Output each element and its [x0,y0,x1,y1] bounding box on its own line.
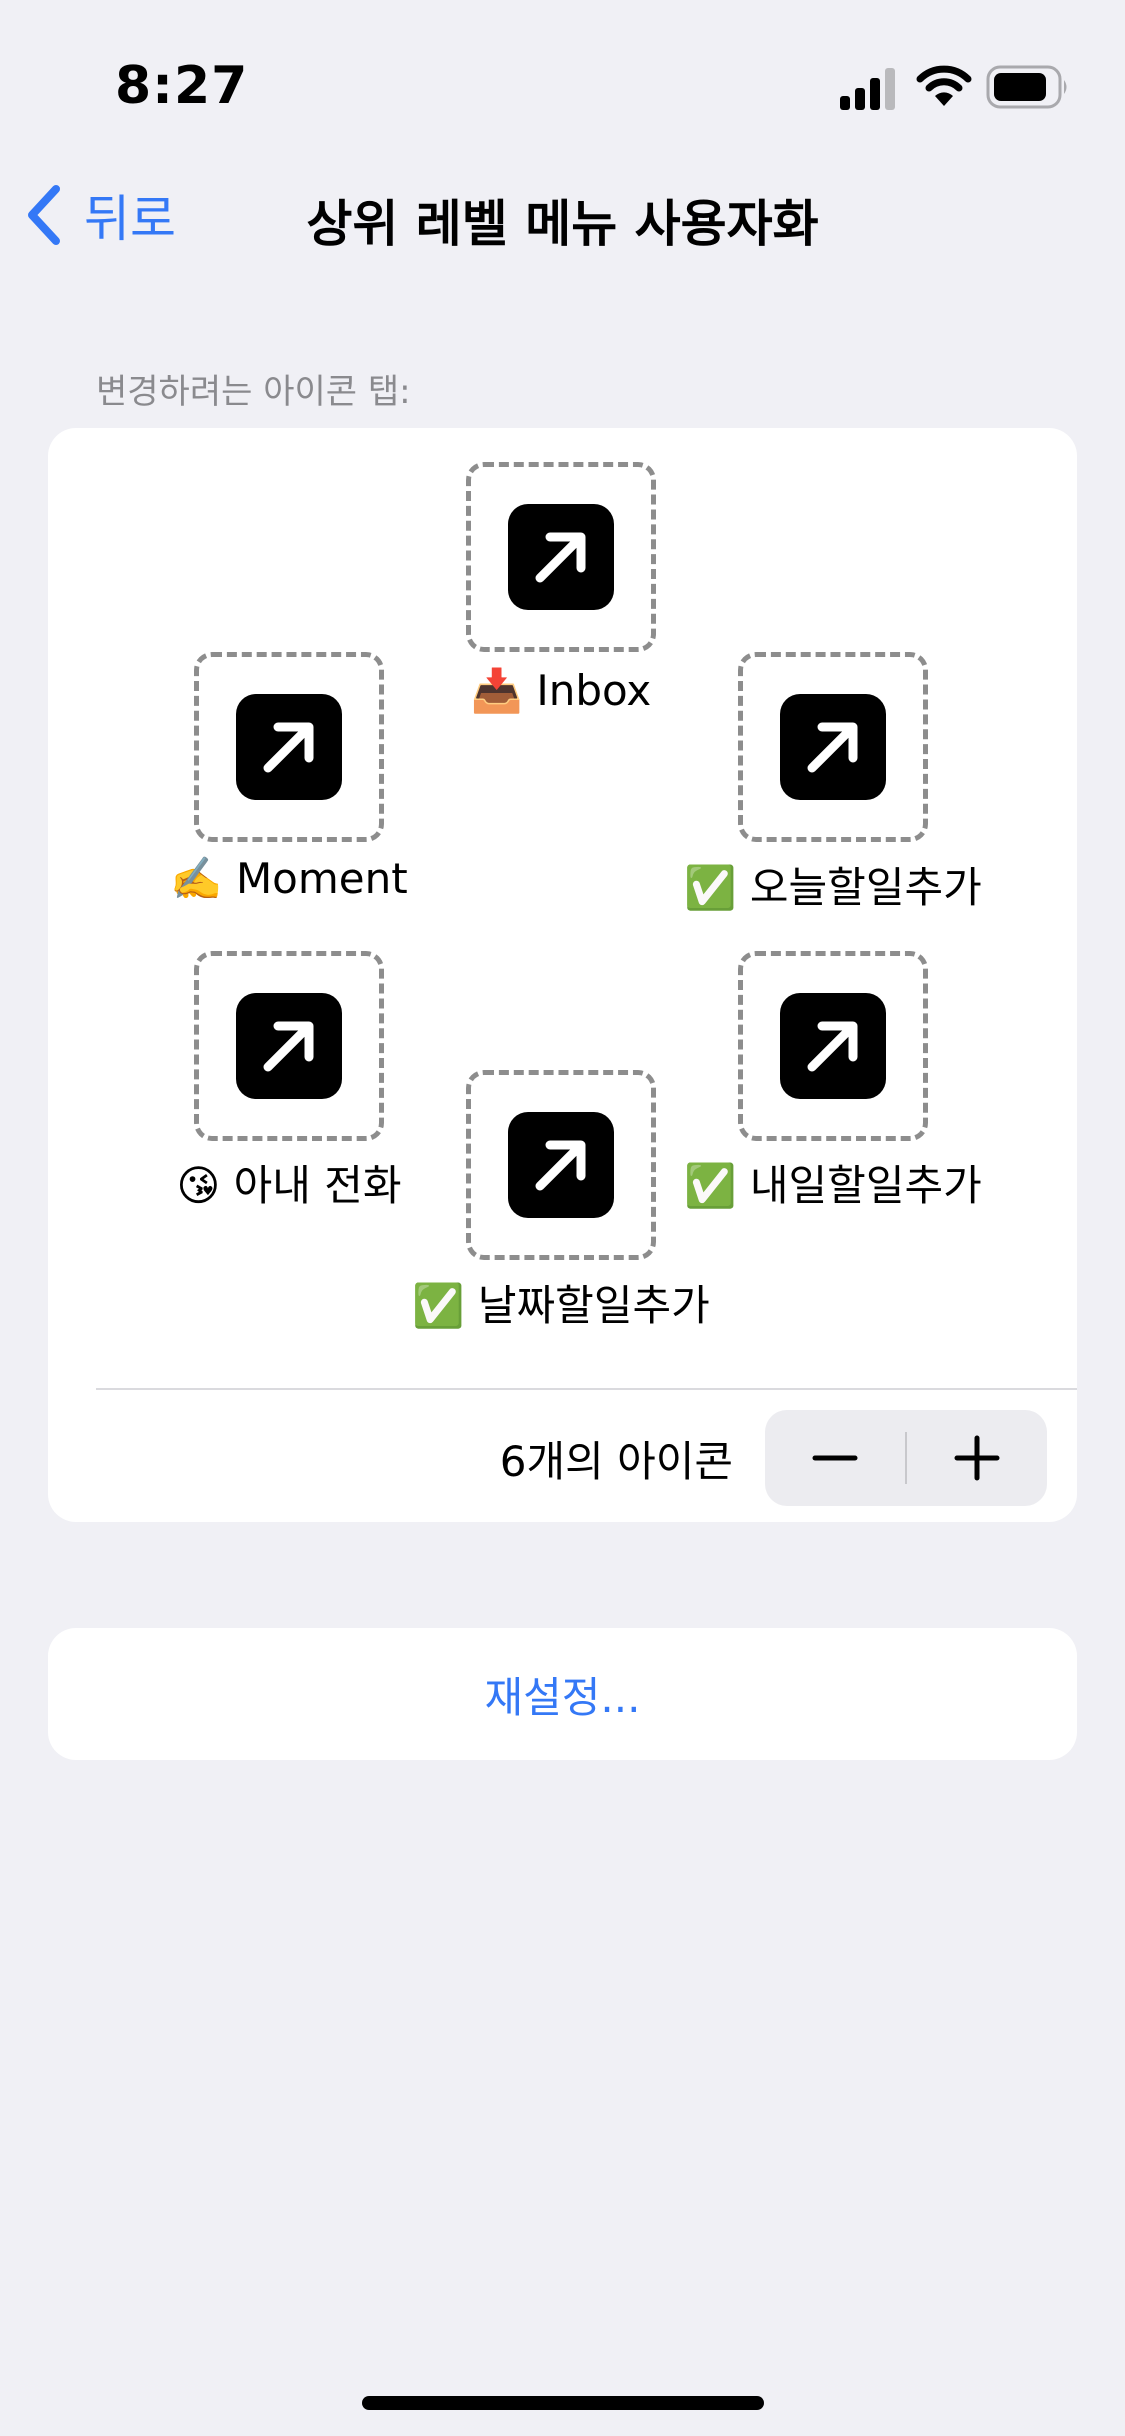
icon-slot-top[interactable] [466,462,656,652]
decrement-button[interactable] [765,1410,905,1506]
check-mark-emoji-icon: ✅ [684,1161,737,1210]
icon-count-stepper [765,1410,1047,1506]
section-header: 변경하려는 아이콘 탭: [96,372,411,412]
back-button[interactable]: 뒤로 [24,180,176,250]
shortcut-arrow-icon [780,694,886,800]
plus-icon [954,1435,1000,1481]
writing-hand-emoji-icon: ✍️ [170,854,223,903]
icon-slot-label: ✍️ Moment [170,854,408,903]
icon-slot-label: ✅ 날짜할일추가 [412,1281,710,1330]
minus-icon [812,1455,858,1461]
icon-slot-lower-left[interactable] [194,951,384,1141]
increment-button[interactable] [907,1410,1047,1506]
icon-slot-lower-right[interactable] [738,951,928,1141]
page-title: 상위 레벨 메뉴 사용자화 [306,195,819,253]
shortcut-arrow-icon [236,694,342,800]
icon-slot-label: 📥 Inbox [470,666,652,715]
icon-editor-card: 📥 Inbox ✍️ Moment ✅ 오늘할일추가 😘 아내 전화 ✅ 내일할… [48,428,1077,1522]
check-mark-emoji-icon: ✅ [412,1281,465,1330]
battery-icon [986,65,1067,109]
icon-slot-upper-right[interactable] [738,652,928,842]
cellular-signal-icon [840,68,895,110]
reset-label: 재설정... [484,1672,641,1722]
kissing-face-emoji-icon: 😘 [176,1161,221,1210]
divider [96,1388,1077,1390]
stepper-separator [905,1432,907,1484]
inbox-emoji-icon: 📥 [470,666,523,715]
wifi-icon [916,65,972,106]
check-mark-emoji-icon: ✅ [684,863,737,912]
shortcut-arrow-icon [508,1112,614,1218]
shortcut-arrow-icon [508,504,614,610]
icon-slot-bottom[interactable] [466,1070,656,1260]
reset-button[interactable]: 재설정... [48,1628,1077,1760]
status-time: 8:27 [115,56,249,116]
back-label: 뒤로 [84,190,176,248]
icon-count-label: 6개의 아이콘 [499,1437,733,1486]
navigation-bar: 뒤로 상위 레벨 메뉴 사용자화 [0,170,1125,260]
icon-slot-label: ✅ 내일할일추가 [684,1161,982,1210]
shortcut-arrow-icon [236,993,342,1099]
icon-slot-label: 😘 아내 전화 [176,1161,402,1210]
icon-slot-label: ✅ 오늘할일추가 [684,863,982,912]
status-bar: 8:27 [0,0,1125,150]
shortcut-arrow-icon [780,993,886,1099]
chevron-left-icon [28,185,60,245]
icon-slot-upper-left[interactable] [194,652,384,842]
home-indicator[interactable] [362,2396,764,2410]
